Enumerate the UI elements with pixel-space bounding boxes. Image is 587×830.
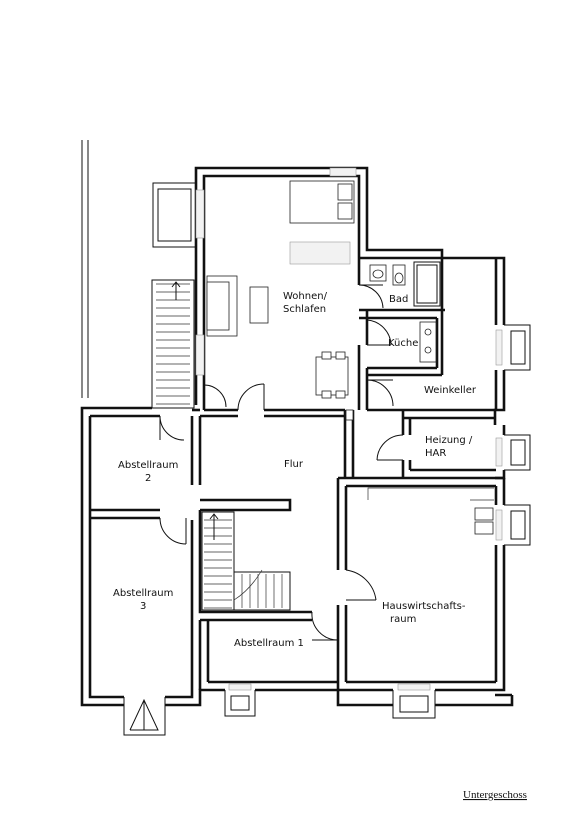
label-heizung: Heizung /: [425, 435, 473, 446]
label-schlafen: Schlafen: [283, 304, 326, 315]
label-bad: Bad: [389, 294, 408, 305]
label-abstellraum-2-number: 2: [145, 473, 151, 484]
label-weinkeller: Weinkeller: [424, 385, 477, 396]
walls: [80, 166, 514, 707]
bad-partition: [413, 261, 441, 307]
window-wells: [123, 324, 531, 736]
label-abstellraum-1: Abstellraum 1: [234, 638, 304, 649]
label-wohnen: Wohnen/: [283, 291, 328, 302]
label-kueche: Küche: [388, 338, 418, 349]
label-hauswirtschaftsraum-2: raum: [390, 614, 416, 625]
interior-stairs: [201, 511, 291, 611]
label-abstellraum-2-title: Abstellraum: [118, 460, 178, 471]
doors: [159, 284, 404, 641]
exterior-stairs: [151, 279, 195, 409]
furniture: [206, 180, 494, 535]
room-labels: Wohnen/ Schlafen Bad Küche Weinkeller He…: [113, 291, 477, 649]
label-har: HAR: [425, 448, 446, 459]
window-well-top-left: [152, 182, 203, 248]
exterior-lines: [81, 140, 89, 398]
label-flur: Flur: [284, 459, 304, 470]
label-abstellraum-3-title: Abstellraum: [113, 588, 173, 599]
floor-caption: Untergeschoss: [463, 789, 527, 801]
label-abstellraum-3-number: 3: [140, 601, 146, 612]
living-windows: [195, 167, 357, 376]
label-hauswirtschaftsraum-1: Hauswirtschafts-: [382, 601, 466, 612]
